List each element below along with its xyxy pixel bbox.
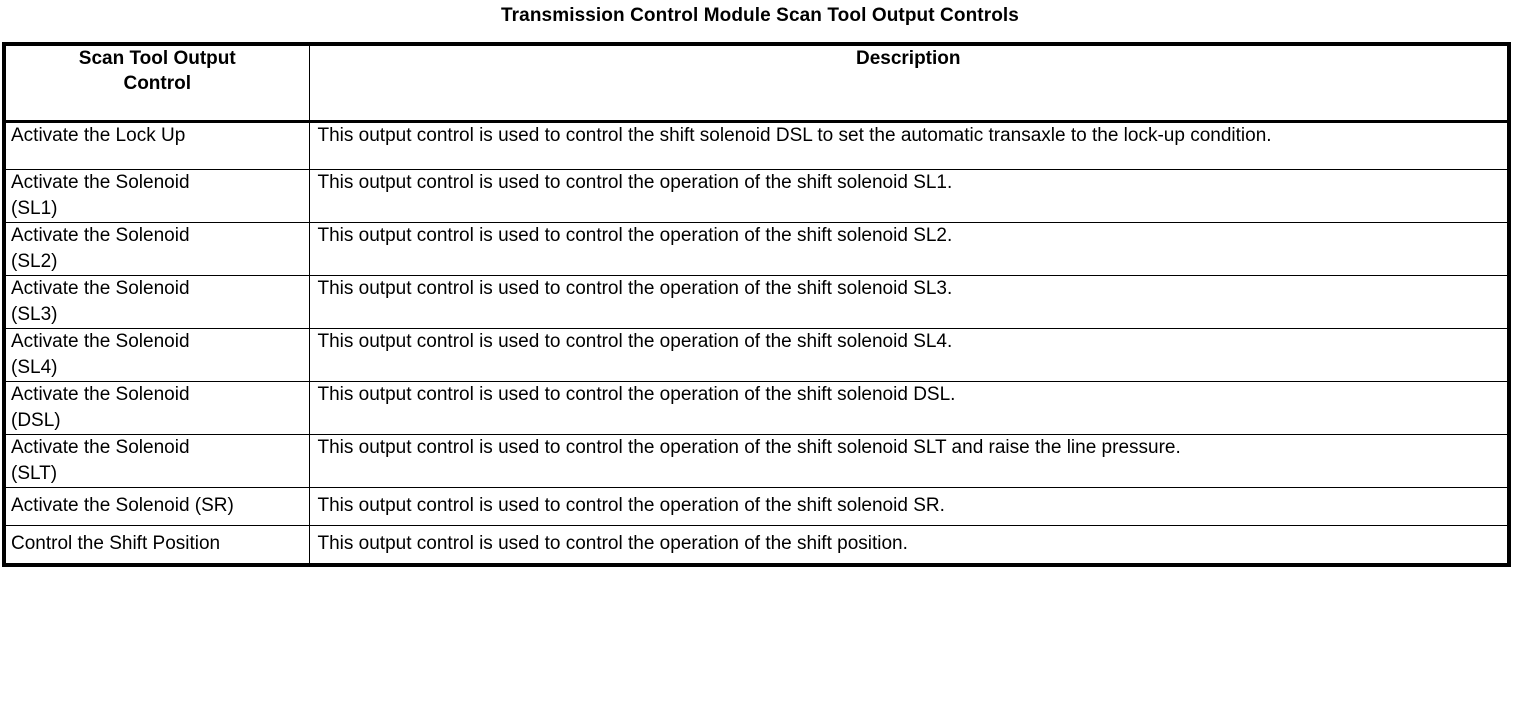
control-name-line-2: (DSL) [11, 410, 61, 431]
table-row: Activate the Solenoid (SL4) This output co… [3, 328, 1510, 382]
cell-scan-tool-output-control: Activate the Solenoid (SL3) [3, 275, 310, 329]
table-body: Activate the Lock Up This output control … [3, 121, 1510, 566]
cell-description: This output control is used to control t… [308, 487, 1510, 526]
control-name-line-2: (SL3) [11, 304, 58, 325]
cell-description: This output control is used to control t… [308, 525, 1510, 566]
control-name-line-1: Activate the Solenoid [11, 172, 190, 193]
table-row: Activate the Solenoid (SR) This output co… [3, 487, 1510, 526]
cell-description: This output control is used to control t… [308, 222, 1510, 276]
control-name-line-1: Activate the Solenoid [11, 437, 190, 458]
column-header-scan-tool-output-control: Scan Tool Output Control [3, 43, 310, 123]
cell-scan-tool-output-control: Activate the Solenoid (SLT) [3, 434, 310, 488]
page-title: Transmission Control Module Scan Tool Ou… [501, 5, 1019, 26]
table-header: Scan Tool Output Control Description [3, 43, 1510, 123]
table-row: Activate the Solenoid (SL3) This output co… [3, 275, 1510, 329]
cell-scan-tool-output-control: Activate the Solenoid (DSL) [3, 381, 310, 435]
control-name-line-2: (SL2) [11, 251, 58, 272]
control-name-line-1: Activate the Solenoid [11, 384, 190, 405]
cell-scan-tool-output-control: Activate the Solenoid (SR) [3, 487, 310, 526]
table-header-row: Scan Tool Output Control Description [3, 43, 1510, 123]
scan-tool-output-controls-table: Scan Tool Output Control Description Act… [2, 42, 1511, 567]
scan-tool-output-controls-table-wrapper: Scan Tool Output Control Description Act… [2, 42, 1511, 567]
table-row: Activate the Lock Up This output control … [3, 121, 1510, 170]
table-row: Activate the Solenoid (SL2) This output co… [3, 222, 1510, 276]
cell-description: This output control is used to control t… [308, 169, 1510, 223]
control-name-line-1: Control the Shift Position [11, 533, 221, 554]
cell-description: This output control is used to control t… [308, 121, 1510, 170]
control-name-line-2: (SL1) [11, 198, 58, 219]
table-row: Activate the Solenoid (SL1) This output co… [3, 169, 1510, 223]
cell-description: This output control is used to control t… [308, 381, 1510, 435]
cell-description: This output control is used to control t… [308, 275, 1510, 329]
control-name-line-1: Activate the Solenoid [11, 225, 190, 246]
column-header-line-2: Control [123, 73, 192, 94]
cell-description: This output control is used to control t… [308, 328, 1510, 382]
control-name-line-1: Activate the Solenoid (SR) [11, 495, 234, 516]
column-header-description: Description [308, 43, 1510, 123]
table-row: Control the Shift Position This output co… [3, 525, 1510, 566]
control-name-line-1: Activate the Solenoid [11, 278, 190, 299]
cell-scan-tool-output-control: Activate the Lock Up [3, 121, 310, 170]
table-row: Activate the Solenoid (SLT) This output co… [3, 434, 1510, 488]
control-name-line-2: (SLT) [11, 463, 58, 484]
control-name-line-2: (SL4) [11, 357, 58, 378]
cell-scan-tool-output-control: Activate the Solenoid (SL4) [3, 328, 310, 382]
cell-description: This output control is used to control t… [308, 434, 1510, 488]
cell-scan-tool-output-control: Activate the Solenoid (SL1) [3, 169, 310, 223]
table-row: Activate the Solenoid (DSL) This output co… [3, 381, 1510, 435]
control-name-line-1: Activate the Solenoid [11, 331, 190, 352]
control-name-line-1: Activate the Lock Up [11, 125, 186, 146]
cell-scan-tool-output-control: Control the Shift Position [3, 525, 310, 566]
cell-scan-tool-output-control: Activate the Solenoid (SL2) [3, 222, 310, 276]
column-header-line-1: Scan Tool Output [78, 48, 236, 69]
